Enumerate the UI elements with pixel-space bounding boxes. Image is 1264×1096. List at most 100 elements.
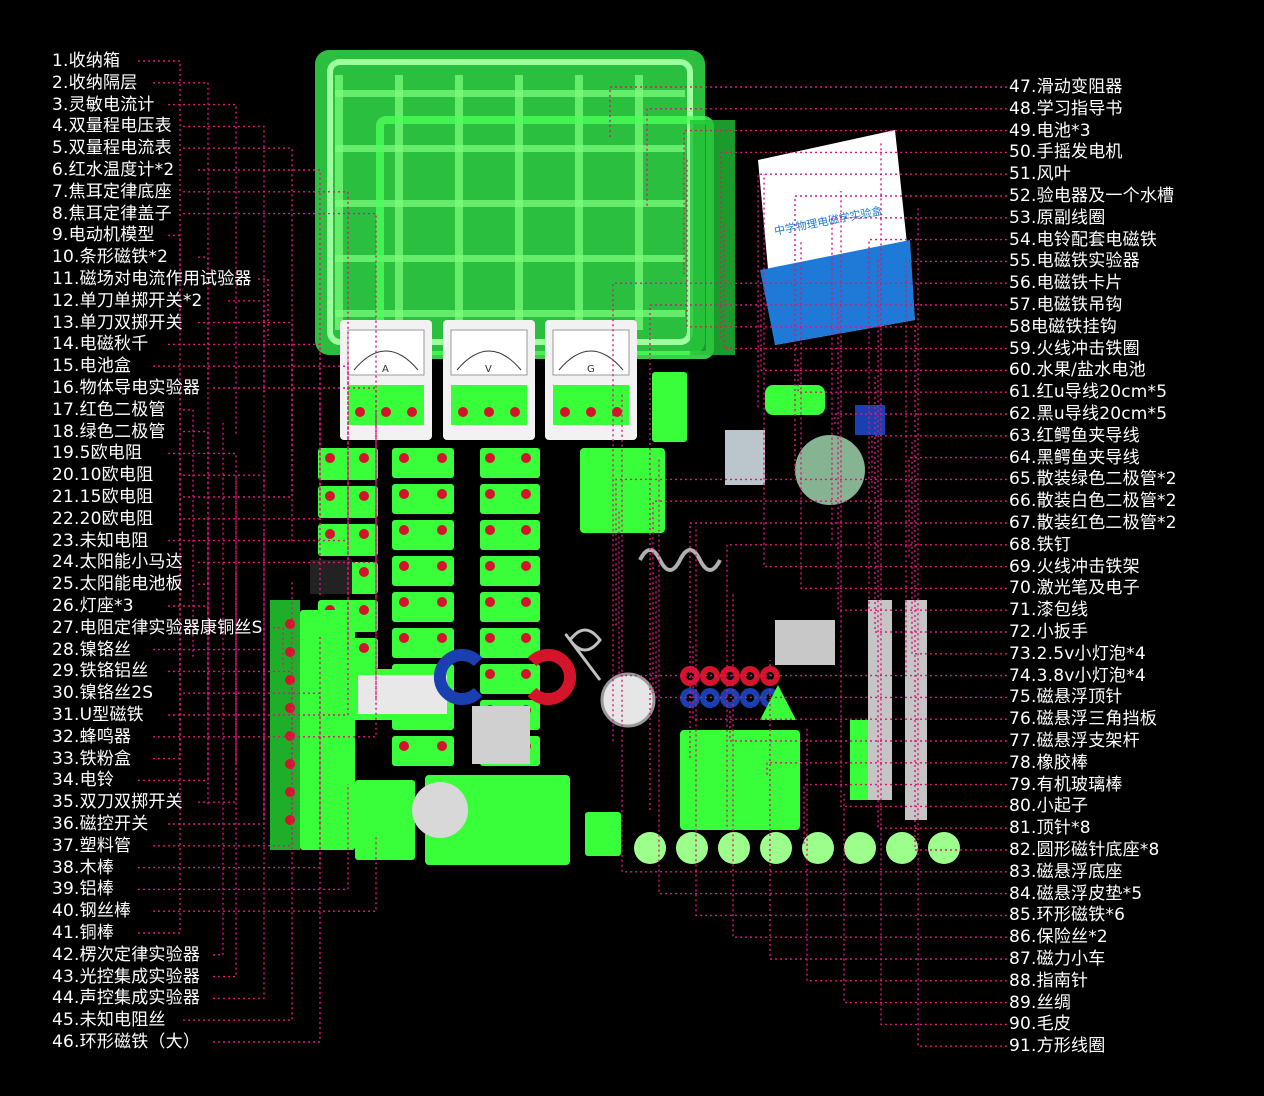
callout-label: 20.10欧电阻 [52, 465, 154, 486]
leader-line [621, 392, 1007, 873]
meter-base [451, 385, 527, 425]
callout-label: 75.磁悬浮顶针 [1009, 687, 1123, 708]
meter-dial-label: V [485, 364, 492, 375]
callout-label: 27.电阻定律实验器康铜丝S [52, 617, 263, 638]
callout-label: 57.电磁铁吊钩 [1009, 295, 1123, 315]
leader-line [692, 643, 1007, 720]
terminal-post [359, 453, 369, 463]
leader-line [868, 238, 1007, 609]
terminal-post [521, 669, 531, 679]
battery-pack [855, 405, 885, 435]
square-coil [585, 812, 621, 856]
callout-label: 22.20欧电阻 [52, 508, 154, 529]
leader-line [917, 208, 1007, 1047]
component-board [480, 628, 540, 658]
callout-label: 15.电池盒 [52, 356, 132, 377]
fan-blade [795, 435, 865, 505]
callout-label: 51.风叶 [1009, 164, 1072, 185]
leader-line [794, 195, 1007, 475]
terminal-post [285, 647, 295, 657]
callout-label: 52.验电器及一个水槽 [1009, 186, 1175, 206]
callout-label: 47.滑动变阻器 [1009, 77, 1123, 97]
callout-label: 4.双量程电压表 [52, 116, 172, 137]
leader-line [138, 519, 209, 782]
leader-line [760, 291, 1007, 372]
callout-label: 76.磁悬浮三角挡板 [1009, 709, 1158, 730]
terminal-post [485, 525, 495, 535]
compass [600, 672, 656, 728]
needle-base [676, 832, 708, 864]
terminal-post [285, 675, 295, 685]
leader-line [646, 108, 1007, 207]
leader-line [168, 670, 293, 774]
callout-label: 21.15欧电阻 [52, 487, 154, 507]
terminal-post [399, 561, 409, 571]
callout-label: 62.黑u导线20cm*5 [1009, 404, 1168, 424]
callout-label: 16.物体导电实验器 [52, 378, 201, 398]
callout-label: 91.方形线圈 [1009, 1036, 1106, 1057]
callout-label: 42.楞次定律实验器 [52, 944, 201, 965]
leader-line [183, 125, 265, 489]
leader-line [655, 576, 1007, 699]
callout-label: 46.环形磁铁（大） [52, 1032, 201, 1052]
callout-label: 88.指南针 [1009, 970, 1089, 991]
leader-line [843, 794, 1007, 1004]
terminal-post [359, 529, 369, 539]
electric-bell [412, 782, 468, 838]
terminal-post [325, 529, 335, 539]
callout-label: 65.散装绿色二极管*2 [1009, 469, 1177, 490]
joule-law-base [652, 372, 687, 442]
terminal-post [437, 597, 447, 607]
electroscope [725, 430, 765, 485]
leader-line [138, 784, 349, 891]
callout-label: 66.散装白色二极管*2 [1009, 491, 1177, 512]
component-board [480, 520, 540, 550]
callout-label: 37.塑料管 [52, 835, 132, 856]
callout-label: 77.磁悬浮支架杆 [1009, 731, 1140, 751]
callout-label: 89.丝绸 [1009, 992, 1072, 1013]
terminal-post [325, 491, 335, 501]
callout-label: 17.红色二极管 [52, 399, 166, 420]
leader-line [213, 423, 224, 956]
callout-label: 28.镍铬丝 [52, 639, 132, 660]
meter-terminal [458, 407, 468, 417]
magnetic-levitation-base [680, 730, 800, 830]
callout-label: 80.小起子 [1009, 796, 1089, 817]
terminal-post [399, 525, 409, 535]
callout-label: 54.电铃配套电磁铁 [1009, 229, 1158, 250]
leader-line [153, 365, 349, 552]
terminal-post [399, 489, 409, 499]
callout-label: 31.U型磁铁 [52, 705, 144, 725]
leader-line [908, 456, 1007, 559]
enamelled-wire [638, 548, 722, 572]
callout-label: 81.顶针*8 [1009, 818, 1091, 839]
terminal-post [485, 669, 495, 679]
resistance-law-board [300, 610, 355, 850]
component-board [392, 448, 454, 478]
callout-label: 12.单刀单掷开关*2 [52, 290, 203, 311]
leader-line [806, 727, 1007, 982]
leader-lines [138, 60, 1007, 1047]
terminal-post [485, 489, 495, 499]
leader-line [183, 350, 293, 498]
callout-label: 61.红u导线20cm*5 [1009, 382, 1168, 403]
leader-line [168, 343, 321, 499]
component-board [392, 484, 454, 514]
u-magnet [433, 649, 483, 705]
meter-terminal [510, 407, 520, 417]
terminal-post [285, 731, 295, 741]
terminal-post [399, 453, 409, 463]
callout-label: 71.漆包线 [1009, 600, 1089, 621]
leader-line [763, 174, 1007, 568]
meter-scale [456, 350, 522, 371]
leader-line [914, 325, 1007, 851]
terminal-post [399, 741, 409, 751]
callout-label: 8.焦耳定律盖子 [52, 203, 172, 224]
leader-line [797, 358, 1007, 393]
terminal-post [437, 453, 447, 463]
leader-line [905, 260, 1007, 676]
callout-label: 23.未知电阻 [52, 530, 149, 551]
needle-base [802, 832, 834, 864]
callout-label: 68.铁钉 [1009, 534, 1072, 555]
meter-terminal [586, 407, 596, 417]
